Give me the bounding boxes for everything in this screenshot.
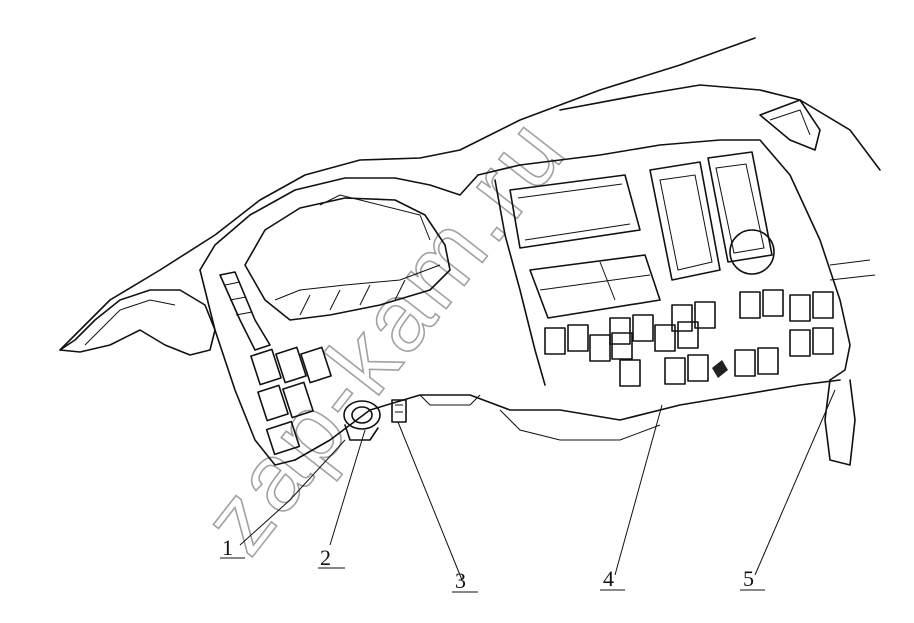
leader-lines	[220, 389, 836, 593]
callout-1: 1	[222, 535, 233, 560]
storage-opening	[509, 174, 641, 249]
centre-console-frame	[477, 139, 851, 381]
left-pillar	[199, 269, 296, 466]
cluster-opening	[244, 197, 451, 321]
left-switch-block	[250, 346, 332, 456]
leader-3	[397, 421, 463, 581]
switch-bank-upper	[544, 289, 834, 355]
dashboard-top-edge	[59, 37, 756, 351]
leader-2	[329, 429, 366, 546]
dashboard-upper-ridge	[559, 84, 881, 171]
leader-1	[239, 439, 346, 546]
switch-bank-lower	[589, 321, 834, 387]
callout-5: 5	[743, 566, 754, 591]
ignition-switch	[343, 400, 381, 441]
watermark: zap-kam.ru	[181, 96, 587, 573]
round-knob	[729, 229, 775, 275]
small-connector	[391, 399, 407, 423]
left-end-cap	[59, 289, 216, 356]
callout-2: 2	[320, 545, 331, 570]
dashboard-lower-edge	[294, 379, 841, 461]
callout-3: 3	[455, 568, 466, 593]
centre-vents	[649, 151, 773, 281]
leader-4	[614, 404, 663, 576]
dashboard-panel	[59, 37, 881, 466]
climate-opening	[529, 254, 661, 319]
right-end-cap	[824, 379, 856, 466]
callout-4: 4	[603, 566, 614, 591]
watermark-text: zap-kam.ru	[182, 97, 587, 573]
callout-labels: 1 2 3 4 5	[222, 535, 754, 593]
leader-5	[754, 389, 836, 576]
instrument-hood	[199, 174, 479, 271]
